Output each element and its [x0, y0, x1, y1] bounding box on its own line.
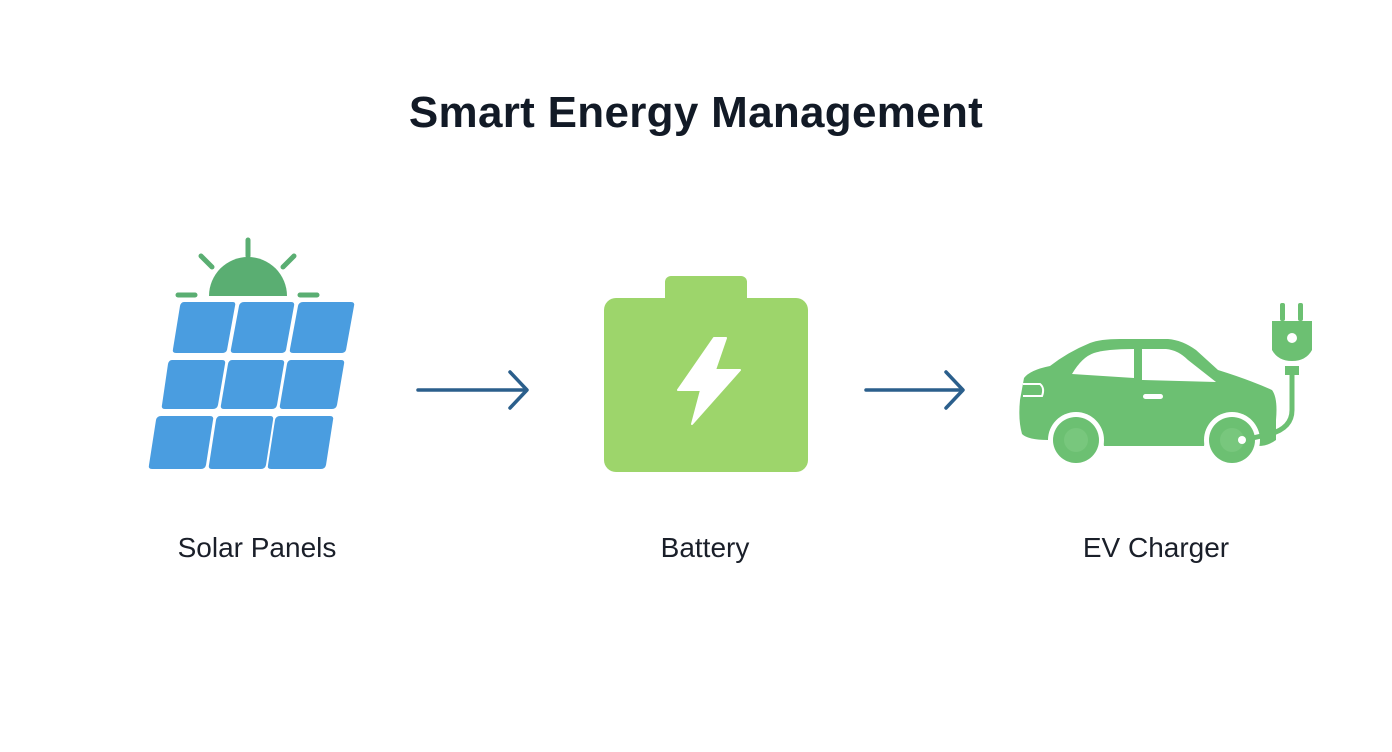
arrow-right-icon — [864, 370, 965, 410]
battery-icon — [604, 276, 808, 472]
plug-icon — [1238, 303, 1312, 444]
solar-panel-icon — [148, 237, 355, 469]
ev-charger-car-icon — [1019, 303, 1312, 468]
panel-cells — [148, 302, 355, 469]
node-label-ev-charger: EV Charger — [1082, 532, 1230, 563]
lightning-bolt-icon — [677, 337, 741, 425]
sun-icon — [175, 237, 320, 298]
diagram-title: Smart Energy Management — [408, 88, 984, 137]
arrow-right-icon — [416, 370, 529, 410]
node-label-battery: Battery — [660, 532, 750, 563]
node-label-solar-panels: Solar Panels — [177, 532, 337, 563]
